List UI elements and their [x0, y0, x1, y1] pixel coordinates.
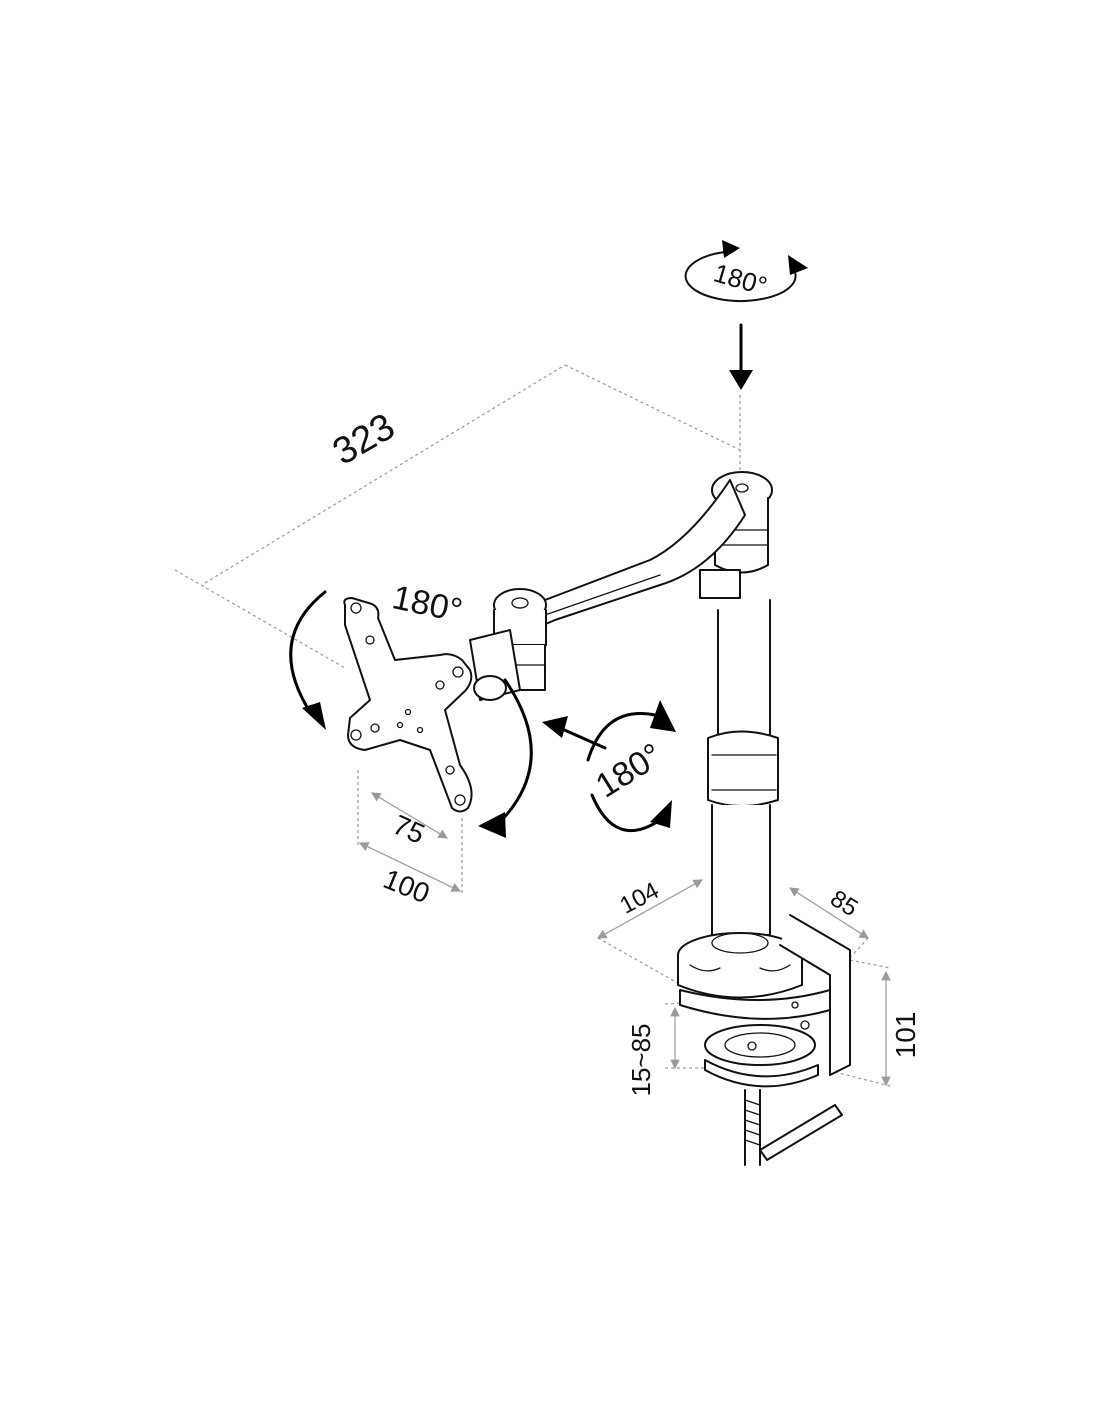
- base-dimension-lines: [596, 879, 891, 1087]
- arm-length-label: 323: [326, 406, 402, 474]
- pole: [707, 599, 779, 936]
- tilt-label: 180°: [389, 578, 466, 630]
- clamp-range-label: 15~85: [626, 1023, 656, 1096]
- vesa-plate: [343, 597, 473, 813]
- arm-length-dimension: [174, 364, 741, 669]
- top-rotation-symbol: 180°: [684, 240, 808, 390]
- vesa-dimension-lines: [357, 770, 463, 895]
- desk-clamp: [679, 914, 851, 1166]
- tilt-rotation-arrows: [289, 590, 533, 838]
- top-rotation-label: 180°: [710, 258, 770, 302]
- vesa-inner-label: 75: [388, 809, 429, 850]
- swivel-rotation-arrows: [542, 700, 676, 832]
- main-arm: [519, 479, 746, 636]
- base-depth-label: 104: [615, 877, 663, 920]
- vesa-outer-label: 100: [379, 863, 434, 909]
- clamp-height-label: 101: [890, 1012, 921, 1059]
- base-width-label: 85: [825, 885, 862, 922]
- base-plate: [677, 932, 803, 999]
